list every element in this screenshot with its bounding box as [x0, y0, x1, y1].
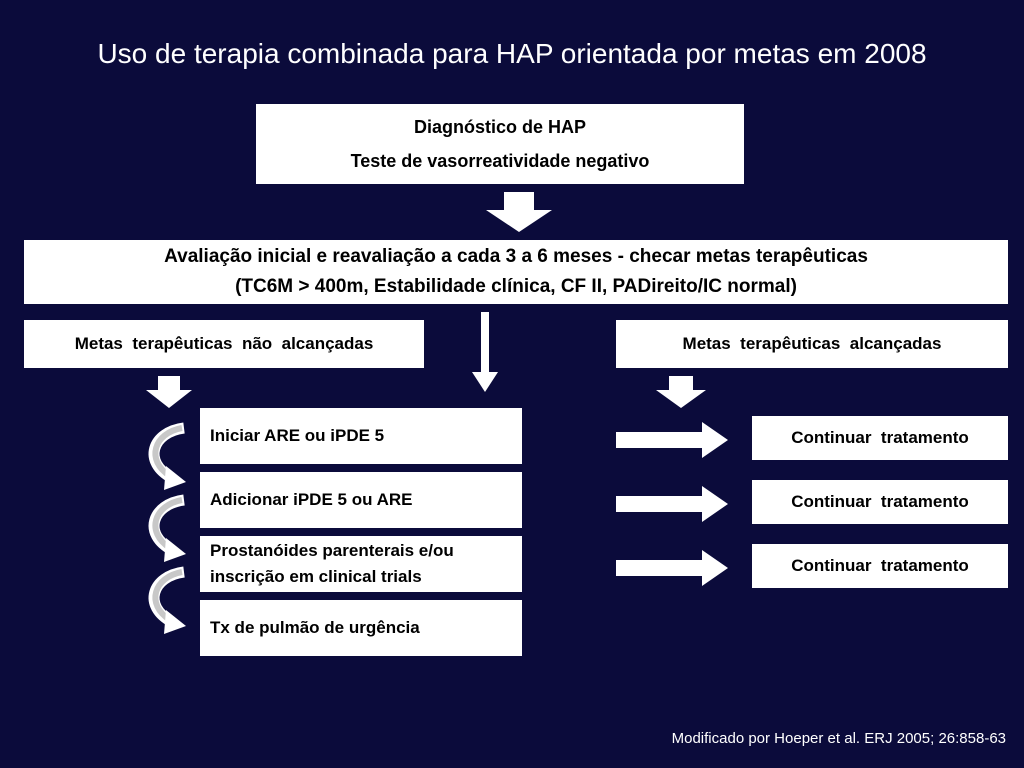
step-box-3: Prostanóides parenterais e/ou inscrição …	[200, 536, 522, 592]
diagnosis-line-2: Teste de vasorreatividade negativo	[350, 151, 650, 171]
goals-met-box: Metas terapêuticas alcançadas	[616, 320, 1008, 368]
goals-met-label: Metas terapêuticas alcançadas	[682, 334, 942, 353]
evaluation-line-1: Avaliação inicial e reavaliação a cada 3…	[164, 246, 868, 267]
curved-arrow-icon-1	[148, 422, 186, 490]
step-label-1: Iniciar ARE ou iPDE 5	[210, 426, 385, 445]
continue-label-2: Continuar tratamento	[791, 492, 969, 511]
right-arrow-icon-1	[616, 422, 728, 458]
citation-footer: Modificado por Hoeper et al. ERJ 2005; 2…	[671, 730, 1006, 747]
down-arrow-icon	[486, 192, 552, 232]
step-label-3: Prostanóides parenterais e/ou inscrição …	[210, 541, 454, 586]
down-arrow-left-icon	[146, 376, 192, 408]
right-arrow-icon-2	[616, 486, 728, 522]
continue-label-1: Continuar tratamento	[791, 428, 969, 447]
down-arrow-right-icon	[656, 376, 706, 408]
step-label-2: Adicionar iPDE 5 ou ARE	[210, 490, 413, 509]
slide-title: Uso de terapia combinada para HAP orient…	[97, 38, 927, 69]
curved-arrow-icon-3	[148, 566, 186, 634]
right-arrow-icon-3	[616, 550, 728, 586]
long-down-arrow-icon	[472, 312, 498, 392]
diagnosis-box: Diagnóstico de HAP Teste de vasorreativi…	[256, 104, 744, 184]
continue-box-1: Continuar tratamento	[752, 416, 1008, 460]
step-label-4: Tx de pulmão de urgência	[210, 618, 420, 637]
evaluation-box: Avaliação inicial e reavaliação a cada 3…	[24, 240, 1008, 304]
continue-box-2: Continuar tratamento	[752, 480, 1008, 524]
continue-box-3: Continuar tratamento	[752, 544, 1008, 588]
continue-label-3: Continuar tratamento	[791, 556, 969, 575]
curved-arrow-icon-2	[148, 494, 186, 562]
step-box-1: Iniciar ARE ou iPDE 5	[200, 408, 522, 464]
step-box-2: Adicionar iPDE 5 ou ARE	[200, 472, 522, 528]
goals-not-met-label: Metas terapêuticas não alcançadas	[74, 334, 374, 353]
step-box-4: Tx de pulmão de urgência	[200, 600, 522, 656]
diagnosis-line-1: Diagnóstico de HAP	[413, 117, 587, 137]
evaluation-line-2: (TC6M > 400m, Estabilidade clínica, CF I…	[235, 276, 797, 297]
goals-not-met-box: Metas terapêuticas não alcançadas	[24, 320, 424, 368]
